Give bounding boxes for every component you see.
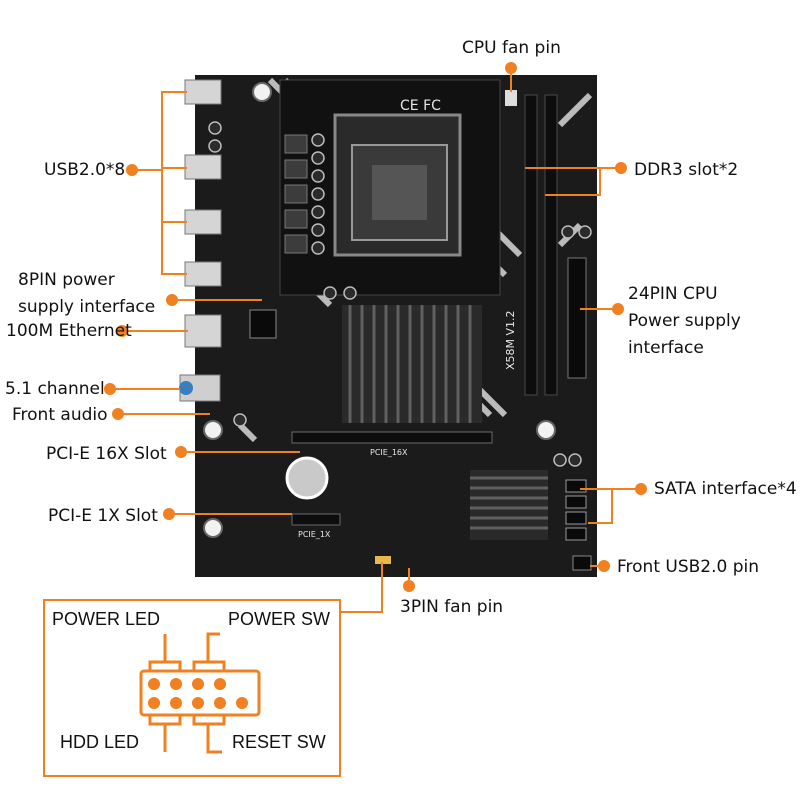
label-24pin-line3: interface <box>628 338 704 358</box>
mounting-holes <box>203 82 556 538</box>
pin-header-pins <box>148 678 248 709</box>
front-panel-header-chip <box>375 556 391 564</box>
southbridge-heatsink <box>470 470 548 540</box>
ddr3-slot-1 <box>524 94 538 396</box>
label-usb20: USB2.0*8 <box>44 160 126 180</box>
leader-lines <box>108 65 640 613</box>
dot-ddr3 <box>615 162 627 174</box>
label-pcie16: PCI-E 16X Slot <box>46 444 167 464</box>
northbridge-heatsink <box>342 305 482 423</box>
capacitors <box>208 121 592 467</box>
label-sata: SATA interface*4 <box>654 479 797 499</box>
ddr3-slot-2 <box>544 94 558 396</box>
label-front-audio: Front audio <box>12 405 108 425</box>
label-fan3pin: 3PIN fan pin <box>400 597 504 617</box>
dot-front-audio <box>112 408 124 420</box>
label-24pin-line2: Power supply <box>628 311 741 331</box>
label-ddr3: DDR3 slot*2 <box>634 160 739 180</box>
dot-24pin <box>612 303 624 315</box>
dot-cpu-fan <box>505 62 517 74</box>
label-8pin-line1: 8PIN power <box>18 270 115 290</box>
pcie-16x-slot <box>291 431 493 444</box>
dot-ethernet <box>116 325 128 337</box>
sata-ports <box>565 479 587 541</box>
board-model-silk: X58M V1.2 <box>504 310 517 370</box>
dot-pcie1 <box>163 508 175 520</box>
label-front-usb: Front USB2.0 pin <box>617 557 760 577</box>
io-usb-ports <box>184 79 222 287</box>
label-reset-sw: RESET SW <box>232 732 326 752</box>
label-hdd-led: HDD LED <box>60 732 140 752</box>
cmos-battery <box>285 456 329 500</box>
dot-usb <box>126 164 138 176</box>
pcie-1x-slot <box>291 513 341 526</box>
cpu-socket-pad <box>372 165 427 220</box>
label-8pin-line2: supply interface <box>18 297 156 317</box>
io-ethernet-port <box>184 314 222 348</box>
dot-8pin <box>166 294 178 306</box>
label-audio: 5.1 channel <box>5 379 105 399</box>
motherboard: CE FC X58M V1.2 <box>179 75 597 577</box>
label-power-sw: POWER SW <box>228 609 330 629</box>
vrm-chokes <box>284 134 308 254</box>
atx-24pin-connector <box>567 257 587 379</box>
dot-fan3pin <box>403 580 415 592</box>
dot-audio <box>104 383 116 395</box>
dot-front-usb <box>598 560 610 572</box>
pcie-1x-silk: PCIE_1X <box>298 530 331 539</box>
front-usb-header-chip <box>572 555 592 571</box>
label-24pin-line1: 24PIN CPU <box>628 284 718 304</box>
dot-sata <box>635 483 647 495</box>
dot-pcie16 <box>175 446 187 458</box>
io-audio-jack <box>179 381 193 395</box>
front-panel-box <box>43 599 341 777</box>
ce-mark: CE FC <box>400 98 441 114</box>
label-power-led: POWER LED <box>52 609 161 629</box>
label-cpu-fan-pin: CPU fan pin <box>462 38 561 58</box>
pcie-16x-silk: PCIE_16X <box>370 448 408 457</box>
cpu-8pin-connector <box>249 309 277 339</box>
label-ethernet: 100M Ethernet <box>6 321 132 341</box>
leader-dots <box>104 62 647 592</box>
label-pcie1: PCI-E 1X Slot <box>48 506 158 526</box>
cpu-fan-header <box>505 90 517 106</box>
